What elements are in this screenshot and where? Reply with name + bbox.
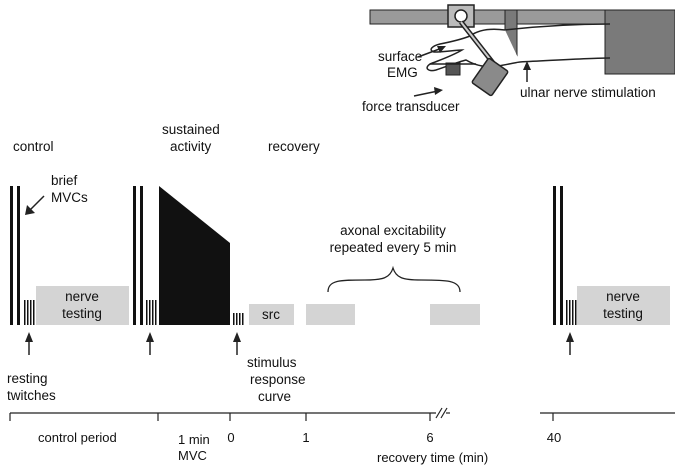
up-arrow-head [25, 332, 33, 342]
tick-label-40: 40 [547, 430, 561, 445]
axonal-excitability-label-2: repeated every 5 min [330, 240, 457, 255]
twitch-bar [233, 313, 235, 325]
brief-mvcs-arrowhead [25, 205, 35, 215]
twitch-bar [242, 313, 244, 325]
twitch-bar [27, 300, 29, 325]
control-phase-label: control [13, 139, 54, 154]
stimulus-response-label-2: response [250, 372, 306, 387]
up-arrow-head [566, 332, 574, 342]
nerve-testing-label-2: testing [603, 306, 643, 321]
src-label: src [262, 307, 280, 322]
axis-break-mark [435, 407, 443, 419]
resting-twitches-label-2: twitches [7, 388, 56, 403]
brief-mvcs-pointer [29, 195, 45, 211]
nerve-testing-label-1: nerve [65, 289, 99, 304]
recovery-phase-label: recovery [268, 139, 320, 154]
sustained-phase-label-2: activity [170, 139, 212, 154]
stimulus-response-label-1: stimulus [247, 355, 297, 370]
ulnar-pointer-arrowhead [523, 61, 531, 70]
axonal-brace [327, 265, 461, 293]
support-bar [369, 9, 675, 25]
mvc-bar [17, 186, 20, 325]
up-arrow-head [233, 332, 241, 342]
axonal-test-block-1 [306, 304, 355, 325]
emg-electrode [445, 62, 461, 76]
twitch-bar [33, 300, 35, 325]
force-transducer [471, 57, 509, 97]
force-pointer-arrowhead [434, 87, 443, 95]
twitch-bar [146, 300, 148, 325]
forearm-sleeve [604, 9, 675, 75]
stimulation-arrows [25, 332, 574, 355]
force-pointer-arrow [413, 90, 439, 97]
brief-mvcs-label-2: MVCs [51, 190, 88, 205]
up-arrow-head [146, 332, 154, 342]
mvc-bar [140, 186, 143, 325]
final-block: nerve testing [553, 186, 670, 325]
control-period-label: control period [38, 430, 117, 445]
twitch-bar [149, 300, 151, 325]
emg-pointer-arrowhead [437, 46, 446, 53]
one-min-label: 1 min [178, 432, 210, 447]
apparatus-labels: surface EMG force transducer ulnar nerve… [362, 46, 656, 114]
sustained-phase-label-1: sustained [162, 122, 220, 137]
twitch-bar [566, 300, 568, 325]
nerve-testing-block [36, 286, 129, 325]
emg-pointer-arrow [417, 47, 443, 58]
surface-emg-label-2: EMG [387, 65, 418, 80]
timeline-axis [9, 407, 675, 421]
mvc-label: MVC [178, 448, 207, 463]
tick-label-0: 0 [227, 430, 234, 445]
nerve-testing-label-2: testing [62, 306, 102, 321]
mvc-bar [553, 186, 556, 325]
clamp-knob [454, 9, 468, 23]
twitch-bar [152, 300, 154, 325]
twitch-bar [572, 300, 574, 325]
mvc-bar [560, 186, 563, 325]
axonal-excitability-label-1: axonal excitability [340, 223, 446, 238]
surface-emg-label-1: surface [378, 49, 422, 64]
brief-mvcs-label-1: brief [51, 173, 78, 188]
hand-outline [426, 28, 521, 72]
twitch-bar [24, 300, 26, 325]
force-transducer-label: force transducer [362, 99, 460, 114]
nerve-testing-label-1: nerve [606, 289, 640, 304]
tick-label-6: 6 [426, 430, 433, 445]
tick-label-1: 1 [302, 430, 309, 445]
twitch-bar [575, 300, 577, 325]
twitch-bar [239, 313, 241, 325]
twitch-bar [236, 313, 238, 325]
mvc-block [133, 186, 230, 325]
control-block: nerve testing [10, 186, 129, 325]
sustained-mvc-force-trace [159, 186, 230, 325]
mvc-bar [10, 186, 13, 325]
forearm-outline [504, 23, 611, 63]
recovery-time-label: recovery time (min) [377, 450, 488, 465]
axis-break-mark [440, 407, 448, 419]
twitch-bar [155, 300, 157, 325]
ulnar-nerve-label: ulnar nerve stimulation [520, 85, 656, 100]
resting-twitches-label-1: resting [7, 371, 48, 386]
mvc-bar [133, 186, 136, 325]
twitch-bar [30, 300, 32, 325]
nerve-testing-block [577, 286, 670, 325]
stimulus-response-label-3: curve [258, 389, 291, 404]
axonal-test-block-2 [430, 304, 480, 325]
twitch-bar [569, 300, 571, 325]
src-block [249, 304, 294, 325]
hand-apparatus-illustration [369, 4, 675, 97]
recovery-block: src [233, 304, 480, 325]
